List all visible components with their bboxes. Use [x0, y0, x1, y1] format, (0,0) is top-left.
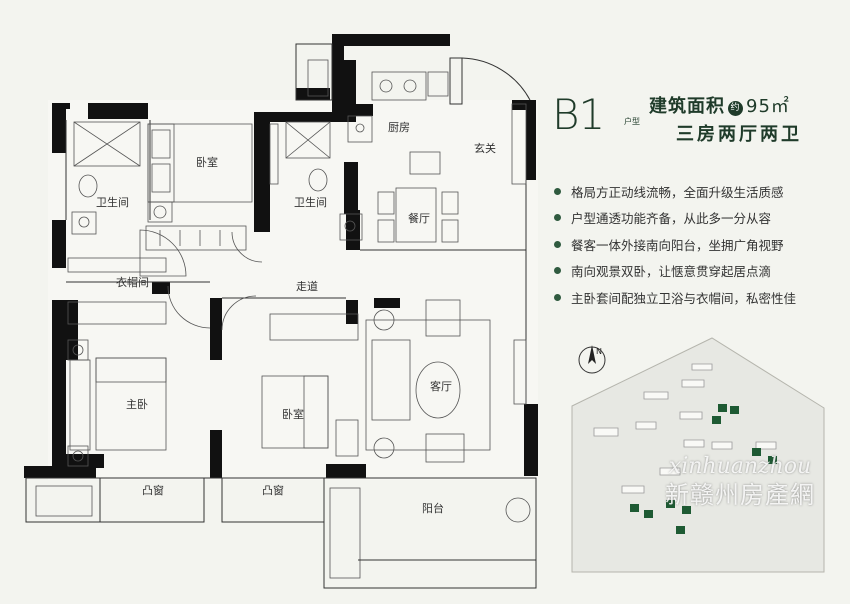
walls [24, 34, 538, 478]
room-bedroom-south: 卧室 [282, 407, 304, 421]
bullet-icon [554, 293, 561, 301]
room-balcony: 阳台 [422, 501, 444, 515]
compass-icon: N [578, 345, 606, 374]
room-dining: 餐厅 [408, 211, 430, 225]
unit-code: B1 [552, 90, 605, 139]
compass-label: N [596, 347, 602, 356]
area-label: 建筑面积 [649, 96, 725, 117]
room-bedroom-north: 卧室 [196, 155, 218, 169]
feature-item: 户型通透功能齐备，从此多一分从容 [552, 205, 796, 232]
room-master: 主卧 [126, 398, 148, 411]
feature-item: 南向观景双卧，让惬意贯穿起居点滴 [552, 258, 796, 285]
furniture [67, 71, 531, 523]
room-labels: 卧室 卫生间 卫生间 厨房 玄关 餐厅 衣帽间 走道 主卧 卧室 客厅 凸窗 凸… [96, 121, 496, 515]
building-blocks [593, 363, 777, 494]
highlight-blocks [630, 404, 777, 534]
unit-code-sub: 户型 [624, 117, 640, 126]
bullet-icon [554, 267, 561, 275]
approx-badge: 约 [728, 101, 743, 116]
layout-text: 三房两厅两卫 [676, 124, 802, 145]
feature-item: 餐客一体外接南向阳台，坐拥广角视野 [552, 231, 796, 258]
area-value: 95㎡ [746, 96, 790, 117]
room-bath-left: 卫生间 [96, 195, 129, 209]
room-kitchen: 厨房 [388, 121, 410, 134]
bullet-icon [554, 240, 561, 248]
outline-lines [25, 43, 537, 589]
room-bath-mid: 卫生间 [294, 195, 327, 209]
floor-plan: 卧室 卫生间 卫生间 厨房 玄关 餐厅 衣帽间 走道 主卧 卧室 客厅 凸窗 凸… [24, 34, 538, 589]
feature-item: 格局方正动线流畅，全面升级生活质感 [552, 178, 796, 205]
bullet-icon [554, 187, 561, 195]
feature-item: 主卧套间配独立卫浴与衣帽间，私密性佳 [552, 284, 796, 311]
bullet-icon [554, 214, 561, 222]
room-corridor: 走道 [296, 279, 318, 293]
feature-list: 格局方正动线流畅，全面升级生活质感 户型通透功能齐备，从此多一分从容 餐客一体外… [552, 178, 796, 311]
room-closet: 衣帽间 [116, 275, 149, 289]
room-bay-window-2: 凸窗 [262, 483, 284, 497]
room-bay-window-1: 凸窗 [142, 483, 164, 497]
site-map: N [571, 337, 825, 573]
room-living: 客厅 [430, 379, 452, 393]
room-entrance: 玄关 [474, 141, 496, 155]
